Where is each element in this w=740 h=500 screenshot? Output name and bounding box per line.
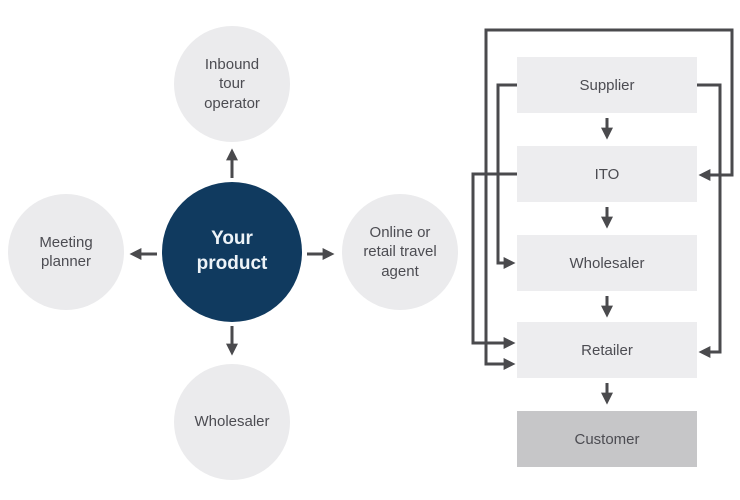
flow-box-ito: ITO	[517, 146, 697, 202]
edge-supplier-to-retailer-right-bypass	[697, 83, 722, 358]
flow-box-label: Supplier	[579, 76, 635, 94]
flow-box-wholesaler: Wholesaler	[517, 235, 697, 291]
flow-box-label: Retailer	[581, 341, 633, 359]
flow-box-retailer: Retailer	[517, 322, 697, 378]
hub-node-label: Online or retail travel agent	[363, 224, 437, 280]
edge-outer-loop-to-retailer	[484, 28, 610, 370]
flow-box-customer: Customer	[517, 411, 697, 467]
flow-box-label: Customer	[574, 430, 640, 448]
edge-ito-to-retailer-left-bypass	[471, 172, 517, 349]
hub-node-label: Meeting planner	[39, 233, 93, 270]
flow-box-label: ITO	[594, 165, 620, 183]
flow-box-supplier: Supplier	[517, 57, 697, 113]
hub-node-online-retail-travel-agent: Online or retail travel agent	[342, 194, 458, 310]
edge-outer-loop-to-ito	[610, 28, 734, 181]
hub-node-inbound-tour-operator: Inbound tour operator	[174, 26, 290, 142]
hub-node-meeting-planner: Meeting planner	[8, 194, 124, 310]
hub-node-label: Wholesaler	[194, 413, 270, 431]
hub-center-your-product: Your product	[162, 182, 302, 322]
flow-box-label: Wholesaler	[569, 254, 645, 272]
hub-center-label: Your product	[196, 228, 268, 274]
hub-node-label: Inbound tour operator	[204, 56, 260, 112]
hub-node-wholesaler: Wholesaler	[174, 364, 290, 480]
